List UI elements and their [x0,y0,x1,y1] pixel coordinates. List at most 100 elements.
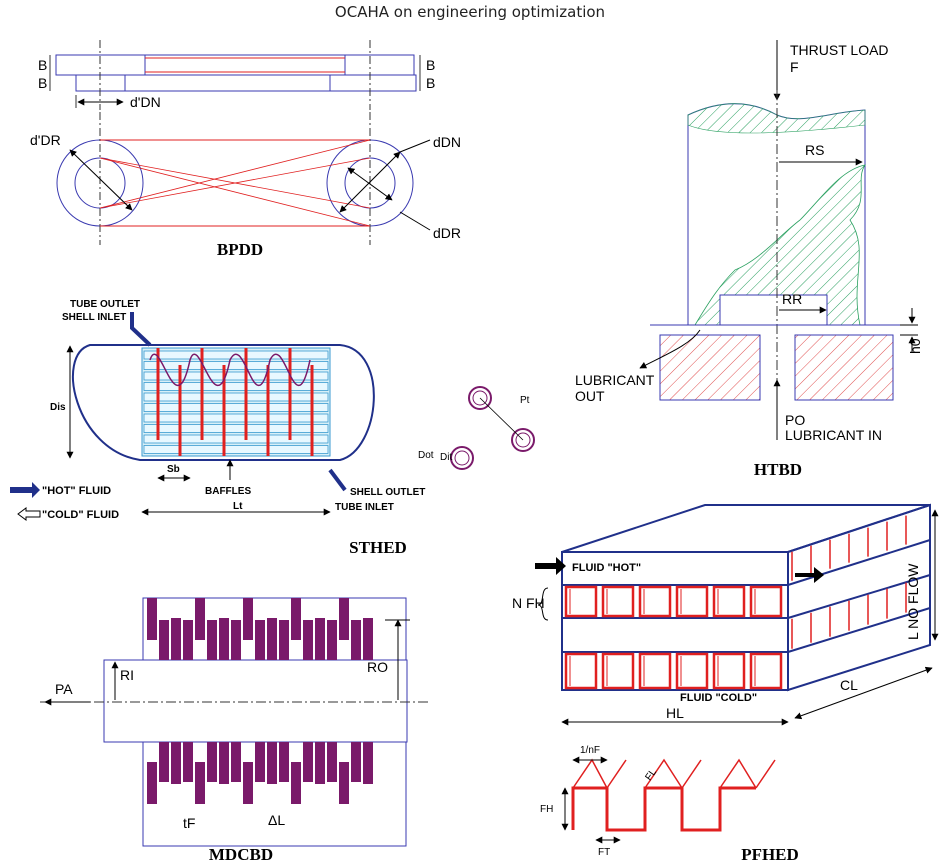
pfhed-fin [712,652,746,690]
htbd-thrust-f: F [790,59,799,75]
htbd-caption: HTBD [754,460,802,479]
mdcbd-caption: MDCBD [209,845,273,863]
mdcbd-disc [243,762,253,804]
sthed-hot-legend: "HOT" FLUID [42,485,111,497]
sthed-diagram: TUBE OUTLET SHELL INLET Dis Sb BAFFLES L… [10,299,535,557]
mdcbd-tf-label: tF [183,815,195,831]
sthed-tube [143,371,329,381]
mdcbd-disc [183,620,193,660]
pfhed-fin [638,585,672,618]
mdcbd-disc [195,762,205,804]
mdcbd-disc [195,598,205,640]
pfhed-fin [675,652,709,690]
bpdd-caption: BPDD [217,240,263,259]
sthed-tube [143,413,329,423]
pfhed-cl-label: CL [840,677,858,693]
sthed-tube-outlet: TUBE OUTLET [70,299,140,310]
bpdd-label-b: B [38,75,47,91]
sthed-lt-label: Lt [233,501,243,512]
htbd-diagram: THRUST LOAD F RS RR h0 LUBRICANT OUT PO … [575,40,923,479]
mdcbd-disc [183,742,193,782]
pfhed-ft-label: FT [598,847,610,858]
mdcbd-disc [315,742,325,784]
pfhed-fin [749,652,783,690]
mdcbd-disc [327,742,337,782]
bpdd-label-ddn-prime: d'DN [130,94,161,110]
mdcbd-disc [315,618,325,660]
pfhed-fin [564,585,598,618]
sthed-dit-label: Dit [440,452,452,463]
sthed-baffles-label: BAFFLES [205,486,251,497]
sthed-tube [143,382,329,391]
sthed-shell-outlet: SHELL OUTLET [350,487,425,498]
pfhed-diagram: FLUID "HOT" FLUID "COLD" N FH L NO FLOW … [512,503,939,863]
mdcbd-disc [159,742,169,782]
mdcbd-disc [327,620,337,660]
sthed-dot-label: Dot [418,450,434,461]
mdcbd-disc [279,742,289,782]
sthed-tube-inlet: TUBE INLET [335,502,394,513]
htbd-lub-out-2: OUT [575,388,605,404]
mdcbd-disc [171,618,181,660]
pfhed-fin [601,585,635,618]
bpdd-label-b: B [38,57,47,73]
pfhed-fin [564,652,598,690]
pfhed-hl-label: HL [666,705,684,721]
pfhed-hot-label: FLUID "HOT" [572,562,641,574]
sthed-tube [143,445,329,454]
sthed-tube [143,350,329,360]
mdcbd-disc [363,618,373,660]
mdcbd-diagram: PA RI RO tF ΔL MDCBD [40,597,430,863]
htbd-h0-label: h0 [907,338,923,354]
mdcbd-disc [279,620,289,660]
sthed-tube [143,424,329,433]
mdcbd-ro-label: RO [367,659,388,675]
sthed-shell-inlet: SHELL INLET [62,312,126,323]
pfhed-cold-label: FLUID "COLD" [680,692,757,704]
sthed-dis-label: Dis [50,402,66,413]
mdcbd-disc [207,742,217,782]
mdcbd-disc [339,598,349,640]
mdcbd-disc [207,620,217,660]
mdcbd-ri-label: RI [120,667,134,683]
htbd-rs-label: RS [805,142,824,158]
bpdd-label-b: B [426,75,435,91]
mdcbd-disc [291,598,301,640]
mdcbd-disc [219,742,229,784]
page-title: OCAHA on engineering optimization [335,3,605,21]
mdcbd-pa-label: PA [55,681,73,697]
pfhed-fin [675,585,709,618]
htbd-rr-label: RR [782,291,802,307]
pfhed-fin [601,652,635,690]
htbd-po-label: PO [785,412,805,428]
mdcbd-disc [303,742,313,782]
mdcbd-disc [231,620,241,660]
mdcbd-disc [255,742,265,782]
sthed-cold-legend: "COLD" FLUID [42,509,119,521]
pfhed-lnoflow-label: L NO FLOW [905,563,921,640]
mdcbd-disc [219,618,229,660]
mdcbd-disc [171,742,181,784]
pfhed-fin [638,652,672,690]
bpdd-label-ddr-prime: d'DR [30,132,61,148]
htbd-lub-in: LUBRICANT IN [785,427,882,443]
mdcbd-disc [351,742,361,782]
mdcbd-disc [303,620,313,660]
pfhed-fh-label: FH [540,804,553,815]
mdcbd-disc [267,742,277,784]
mdcbd-disc [267,618,277,660]
bpdd-label-ddr: dDR [433,225,461,241]
bpdd-diagram: B B B B d'DN d'DR dDN dDR BPDD [30,40,461,259]
pfhed-1nf-label: 1/nF [580,745,600,756]
sthed-tube [143,403,329,412]
sthed-tube [143,392,329,402]
mdcbd-disc [363,742,373,784]
mdcbd-disc [339,762,349,804]
mdcbd-disc [255,620,265,660]
bpdd-label-ddn: dDN [433,134,461,150]
mdcbd-disc [291,762,301,804]
pfhed-caption: PFHED [741,845,799,863]
bpdd-label-b: B [426,57,435,73]
pfhed-fin [712,585,746,618]
